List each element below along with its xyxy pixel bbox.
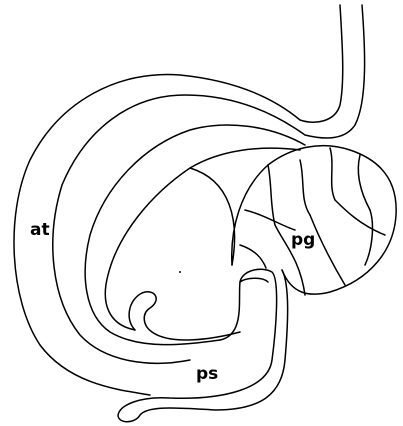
tube-inner-wall xyxy=(53,5,365,363)
pg-lobule-line-1 xyxy=(268,165,275,225)
label-at: at xyxy=(30,222,50,239)
label-ps: ps xyxy=(196,366,218,383)
lumen-inner-contour xyxy=(105,148,300,330)
pg-lobule-line-2 xyxy=(300,160,310,215)
pg-lobule-line-7 xyxy=(310,215,345,285)
pg-lobule-line-4 xyxy=(358,155,370,210)
lumen-outer-contour xyxy=(85,125,305,345)
pg-lobule-line-6 xyxy=(335,200,385,235)
pg-lobule-line-5 xyxy=(245,210,295,230)
outer-wall-outline xyxy=(14,5,343,395)
pg-lobule-line-10 xyxy=(365,210,372,265)
pg-lobule-line-9 xyxy=(240,245,266,268)
hook-end xyxy=(129,292,240,340)
pg-lobule-line-3 xyxy=(330,148,335,200)
dot-mark xyxy=(179,271,181,273)
inner-arm xyxy=(190,168,235,265)
label-pg: pg xyxy=(291,232,315,249)
ps-duct-inner xyxy=(240,278,268,282)
